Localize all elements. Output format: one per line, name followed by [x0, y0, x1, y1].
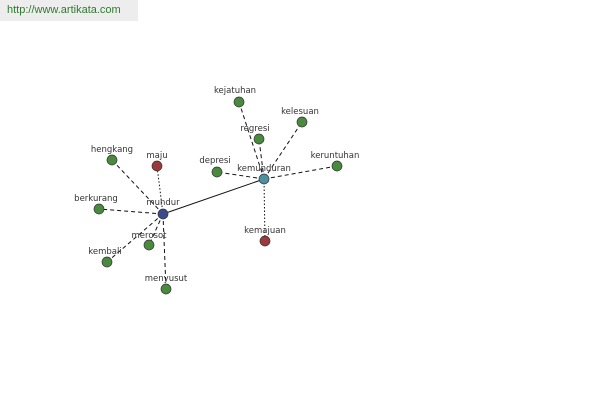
node-hengkang[interactable]: [106, 154, 118, 166]
node-menyusut[interactable]: [160, 283, 172, 295]
edge-kemunduran-depresi: [216, 171, 265, 180]
node-maju[interactable]: [151, 160, 163, 172]
label-merosot: merosot: [132, 231, 168, 241]
edge-mundur-kembali: [106, 213, 164, 263]
edge-mundur-merosot: [148, 213, 164, 246]
label-kelesuan: kelesuan: [281, 107, 319, 117]
edge-mundur-maju: [156, 165, 164, 215]
label-depresi: depresi: [199, 156, 230, 166]
node-kemajuan[interactable]: [259, 235, 271, 247]
label-kemunduran: kemunduran: [237, 164, 291, 174]
node-kembali[interactable]: [101, 256, 113, 268]
label-kejatuhan: kejatuhan: [214, 86, 256, 96]
edge-mundur-menyusut: [162, 213, 167, 290]
site-url-link[interactable]: http://www.artikata.com: [0, 0, 138, 21]
edge-kemunduran-keruntuhan: [263, 165, 338, 180]
label-berkurang: berkurang: [74, 194, 118, 204]
node-regresi[interactable]: [253, 133, 265, 145]
node-berkurang[interactable]: [93, 203, 105, 215]
edge-kemunduran-kelesuan: [263, 121, 303, 180]
label-keruntuhan: keruntuhan: [311, 151, 360, 161]
label-hengkang: hengkang: [91, 145, 133, 155]
node-keruntuhan[interactable]: [331, 160, 343, 172]
label-kembali: kembali: [88, 247, 121, 257]
edge-mundur-berkurang: [98, 208, 164, 215]
node-merosot[interactable]: [143, 239, 155, 251]
label-kemajuan: kemajuan: [244, 226, 286, 236]
label-maju: maju: [146, 151, 167, 161]
label-regresi: regresi: [240, 124, 269, 134]
node-depresi[interactable]: [211, 166, 223, 178]
node-mundur[interactable]: [157, 208, 169, 220]
label-menyusut: menyusut: [145, 274, 188, 284]
node-kemunduran[interactable]: [258, 173, 270, 185]
label-mundur: mundur: [146, 198, 180, 208]
edge-mundur-kemunduran: [162, 178, 265, 215]
node-kejatuhan[interactable]: [233, 96, 245, 108]
edge-mundur-hengkang: [111, 159, 164, 215]
node-kelesuan[interactable]: [296, 116, 308, 128]
